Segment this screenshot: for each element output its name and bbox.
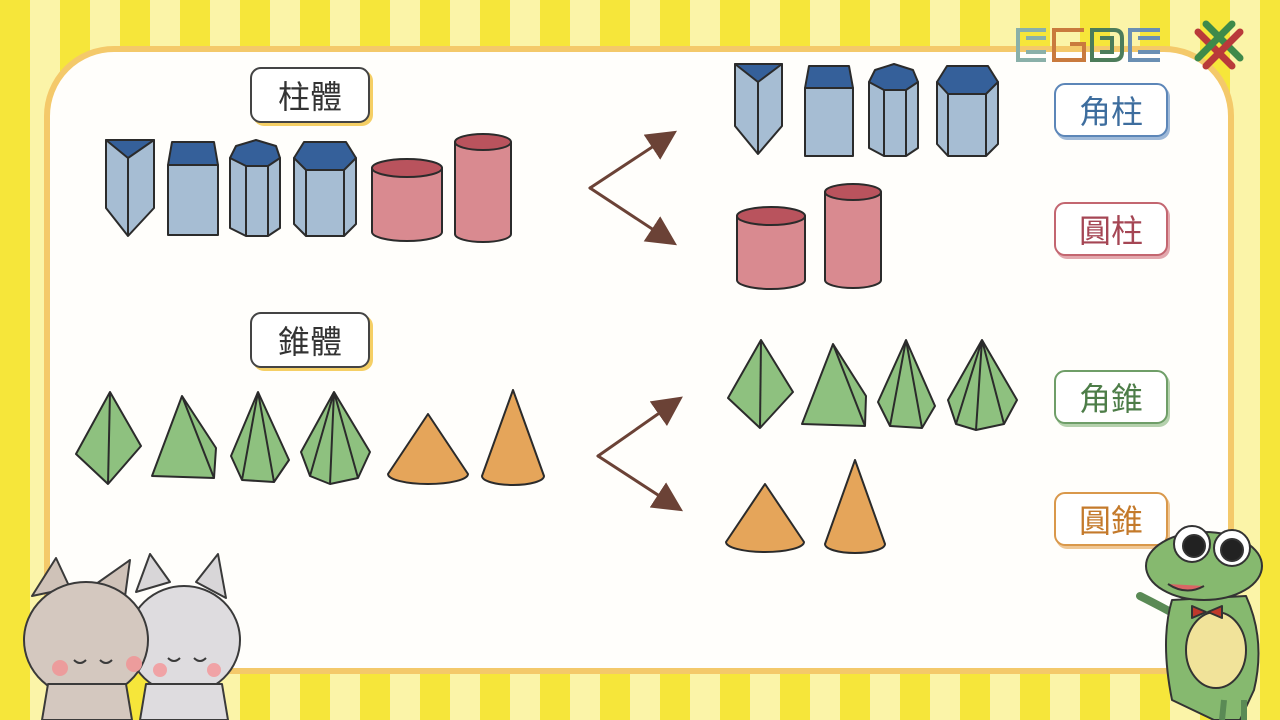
square-prism-sorted-icon: [804, 65, 854, 157]
cat-mascots-icon: [23, 553, 241, 720]
pentagonal-prism-sorted-icon: [868, 63, 919, 157]
arrow-to-pyramid-icon: [596, 396, 683, 458]
cone-tall-sorted-icon: [824, 459, 886, 554]
cone-wide-sorted-icon: [725, 483, 805, 553]
arrow-to-cone-icon: [596, 454, 684, 512]
square-prism-icon: [167, 141, 219, 236]
square-pyramid-sorted-icon: [801, 343, 867, 427]
cone-tall-icon: [481, 389, 545, 486]
hexagonal-pyramid-icon: [300, 391, 371, 485]
triangular-pyramid-sorted-icon: [727, 339, 794, 429]
frog-mascot-icon: [1136, 525, 1263, 720]
pentagonal-pyramid-sorted-icon: [877, 339, 936, 429]
arrow-to-cylinder-icon: [588, 186, 678, 246]
prism-body-label: 柱體: [250, 67, 370, 123]
square-pyramid-icon: [151, 395, 217, 479]
pentagonal-pyramid-icon: [230, 391, 290, 483]
pentagonal-prism-icon: [229, 139, 281, 237]
cylinder-tall-sorted-icon: [824, 183, 882, 289]
cylinder-short-sorted-icon: [736, 206, 806, 290]
cylinder-short-icon: [371, 158, 443, 242]
pyramid-body-label: 錐體: [250, 312, 370, 368]
hexagonal-pyramid-sorted-icon: [947, 339, 1018, 431]
triangular-prism-sorted-icon: [734, 63, 783, 155]
knot-logo-icon: [1194, 20, 1244, 70]
pyramid-category-label: 角錐: [1054, 370, 1168, 424]
cone-category-label: 圓錐: [1054, 492, 1168, 546]
triangular-pyramid-icon: [75, 391, 142, 485]
hexagonal-prism-icon: [293, 141, 357, 237]
cgdc-logo: [1016, 28, 1160, 62]
prism-category-label: 角柱: [1054, 83, 1168, 137]
arrow-to-prism-icon: [588, 130, 678, 190]
triangular-prism-icon: [105, 139, 155, 237]
cylinder-tall-icon: [454, 133, 512, 243]
cylinder-category-label: 圓柱: [1054, 202, 1168, 256]
hexagonal-prism-sorted-icon: [936, 65, 999, 157]
cone-wide-icon: [387, 413, 469, 485]
